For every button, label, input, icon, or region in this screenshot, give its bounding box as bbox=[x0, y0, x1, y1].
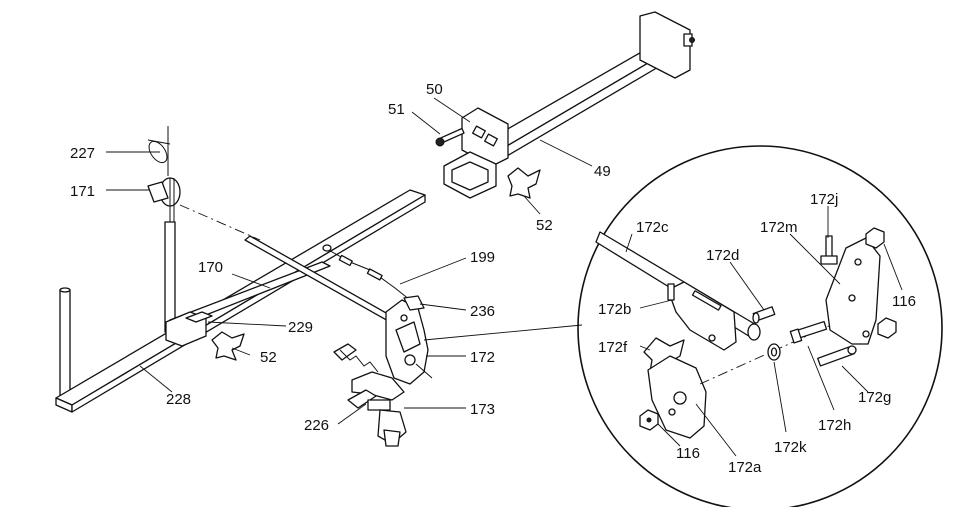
label-52-left: 52 bbox=[260, 349, 277, 366]
label-173: 173 bbox=[470, 401, 495, 418]
label-229: 229 bbox=[288, 319, 313, 336]
plate-50 bbox=[443, 107, 509, 199]
cable-227 bbox=[147, 126, 171, 176]
clip-171 bbox=[147, 177, 181, 222]
label-172c: 172c bbox=[636, 219, 669, 236]
label-51: 51 bbox=[388, 101, 405, 118]
label-227: 227 bbox=[70, 145, 95, 162]
label-52-right: 52 bbox=[536, 217, 553, 234]
label-49: 49 bbox=[594, 163, 611, 180]
detail-bushing-172k bbox=[767, 343, 781, 361]
frame-bar-49 bbox=[491, 11, 695, 157]
detail-pin-172g bbox=[817, 345, 857, 367]
detail-callout-line bbox=[423, 324, 583, 341]
clamp-229 bbox=[165, 311, 213, 347]
label-172j: 172j bbox=[810, 191, 838, 208]
label-171: 171 bbox=[70, 183, 95, 200]
knob-52-left bbox=[211, 331, 245, 361]
label-170: 170 bbox=[198, 259, 223, 276]
label-172k: 172k bbox=[774, 439, 807, 456]
part-labels: 227 171 170 228 229 52 199 236 172 173 2… bbox=[70, 81, 916, 476]
detail-bracket-172a bbox=[647, 355, 707, 439]
label-172m: 172m bbox=[760, 219, 798, 236]
label-172h: 172h bbox=[818, 417, 851, 434]
detail-plate-172m bbox=[825, 237, 881, 345]
label-172b: 172b bbox=[598, 301, 631, 318]
label-172d: 172d bbox=[706, 247, 739, 264]
detail-stud-172h bbox=[789, 320, 828, 344]
detail-nut-116-lower bbox=[639, 409, 659, 431]
detail-bolt-172j bbox=[820, 235, 838, 265]
label-50: 50 bbox=[426, 81, 443, 98]
cable-199 bbox=[322, 244, 411, 301]
lever-assembly-172 bbox=[385, 295, 433, 385]
label-172f: 172f bbox=[598, 339, 628, 356]
label-228: 228 bbox=[166, 391, 191, 408]
knob-52-right bbox=[507, 167, 541, 199]
alignment-line-1 bbox=[179, 204, 261, 241]
detail-nut-116-upper bbox=[865, 227, 897, 339]
spray-gun-226 bbox=[333, 343, 407, 447]
label-116-lower: 116 bbox=[676, 445, 700, 462]
detail-plate-172b bbox=[667, 281, 737, 351]
detail-bolt-172d bbox=[752, 306, 776, 324]
label-172a: 172a bbox=[728, 459, 762, 476]
label-236: 236 bbox=[470, 303, 495, 320]
label-172g: 172g bbox=[858, 389, 891, 406]
leader-lines bbox=[106, 97, 903, 457]
detail-circle bbox=[577, 145, 943, 507]
label-172: 172 bbox=[470, 349, 495, 366]
label-116-upper: 116 bbox=[892, 293, 916, 310]
bolt-51 bbox=[435, 127, 465, 147]
label-226: 226 bbox=[304, 417, 329, 434]
label-199: 199 bbox=[470, 249, 495, 266]
